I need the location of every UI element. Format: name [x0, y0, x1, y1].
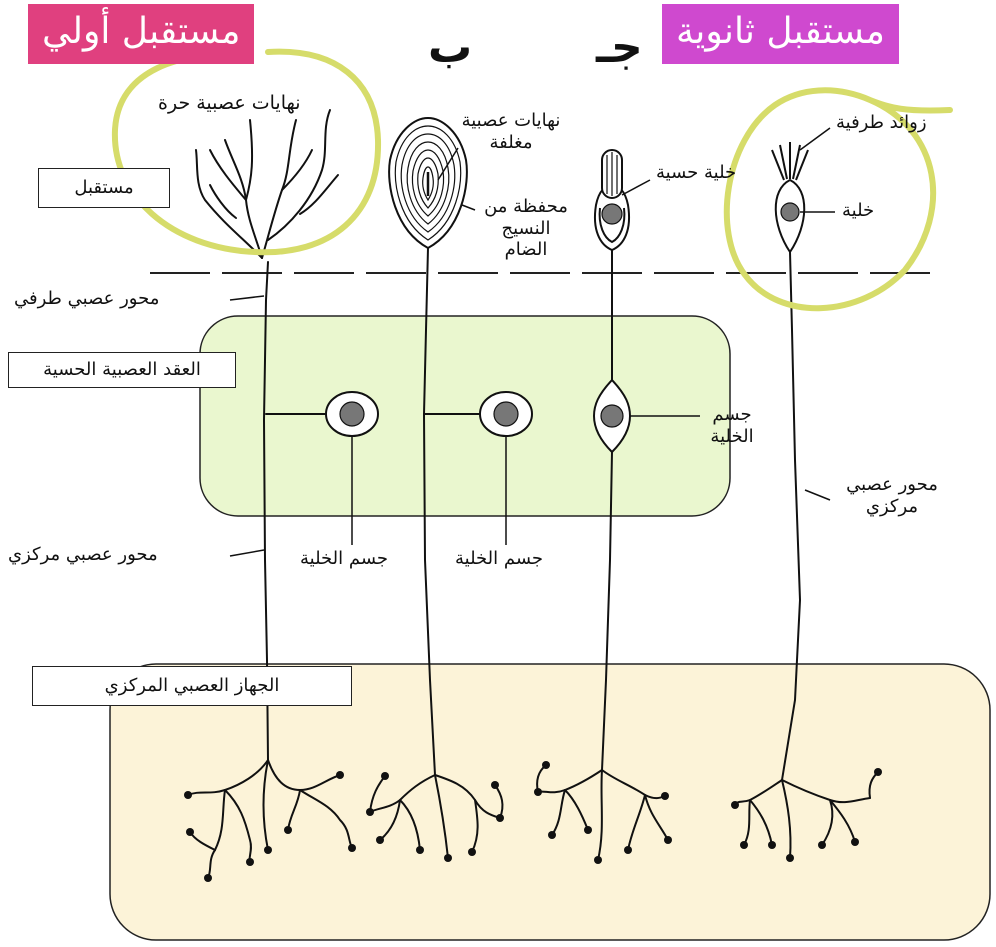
leader-lines: [229, 127, 835, 557]
sensory-ganglion-region: [199, 315, 731, 517]
label-cell-body-2: جسم الخلية: [455, 548, 544, 569]
highlight-circle-secondary: [723, 87, 953, 312]
label-central-axon-right: محور عصبي مركزي: [846, 474, 938, 517]
cns-box: الجهاز العصبي المركزي: [32, 666, 352, 706]
label-cell-body-3: جسم الخلية: [710, 404, 754, 447]
label-sensory-cell: خلية حسية: [656, 162, 737, 183]
sensory-cell-structure: [594, 149, 630, 252]
secondary-receptor-cell: [771, 142, 809, 254]
label-encapsulated-endings: نهايات عصبية مغلفة: [461, 110, 561, 153]
label-free-nerve-endings: نهايات عصبية حرة: [158, 92, 301, 114]
pacinian-corpuscle: [388, 116, 468, 250]
label-peripheral-axon: محور عصبي طرفي: [14, 288, 160, 309]
neuron-sensory-cell: [536, 249, 669, 861]
highlight-circle-primary: [111, 48, 382, 256]
label-cell: خلية: [842, 200, 875, 221]
neuron1-terminals: [184, 771, 356, 882]
sensory-ganglion-box: العقد العصبية الحسية: [8, 352, 236, 388]
neuron4-terminals: [731, 768, 882, 862]
secondary-receptor-tag: مستقبل ثانوية: [662, 4, 899, 64]
letter-b: ب: [428, 22, 473, 73]
receptor-box: مستقبل: [38, 168, 170, 208]
label-connective-capsule: محفظة من النسيج الضام: [484, 196, 568, 261]
cns-region: [109, 663, 991, 941]
label-cell-body-1: جسم الخلية: [300, 548, 389, 569]
primary-receptor-tag: مستقبل أولي: [28, 4, 255, 64]
neuron3-terminals: [534, 761, 672, 864]
sensory-cell-nucleus: [601, 203, 623, 225]
label-central-axon-left: محور عصبي مركزي: [8, 544, 158, 565]
label-terminal-processes: زوائد طرفية: [836, 112, 927, 133]
letter-j: جـ: [596, 22, 643, 73]
neuron2-terminals: [366, 772, 504, 862]
secondary-cell-nucleus: [780, 202, 800, 222]
